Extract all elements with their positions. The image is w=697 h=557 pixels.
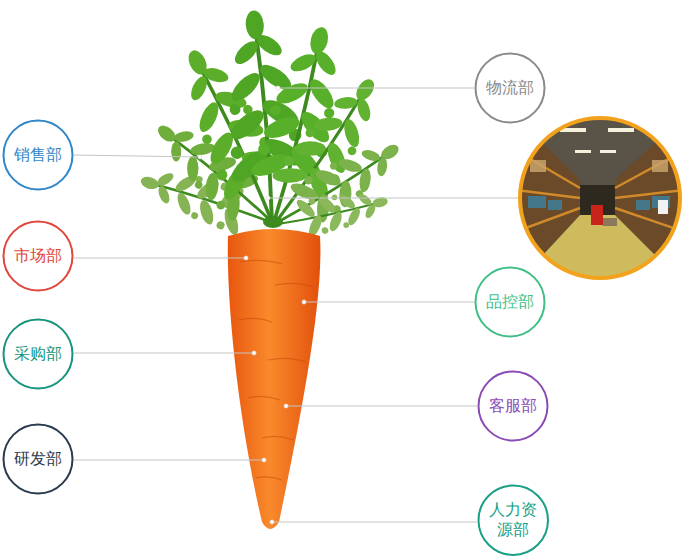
department-label: 采购部 <box>14 344 62 364</box>
department-label: 物流部 <box>486 78 534 98</box>
department-circle: 销售部 <box>2 119 74 191</box>
department-label: 人力资源部 <box>489 500 537 540</box>
warehouse-photo <box>515 115 685 285</box>
department-label: 销售部 <box>14 145 62 165</box>
circle-border <box>4 320 73 389</box>
leader-lines <box>74 88 518 522</box>
circle-border <box>478 485 547 554</box>
department-circle: 研发部 <box>2 423 74 495</box>
department-circle: 采购部 <box>2 318 74 390</box>
department-label: 市场部 <box>14 246 62 266</box>
circle-border <box>4 222 73 291</box>
department-circle: 市场部 <box>2 220 74 292</box>
department-circle: 品控部 <box>474 266 546 338</box>
circle-border <box>479 372 548 441</box>
carrot-ridges <box>238 260 314 480</box>
department-label: 客服部 <box>489 396 537 416</box>
photo-frame <box>520 118 680 278</box>
circle-border <box>4 425 73 494</box>
leader-dots <box>198 86 306 524</box>
carrot-leaves <box>133 7 413 247</box>
department-circle: 物流部 <box>474 52 546 124</box>
circle-border <box>476 54 545 123</box>
department-circle: 客服部 <box>477 370 549 442</box>
circle-border <box>476 268 545 337</box>
carrot-root <box>228 229 321 529</box>
department-circle: 人力资源部 <box>477 484 549 556</box>
department-label: 品控部 <box>486 292 534 312</box>
department-label: 研发部 <box>14 449 62 469</box>
circle-border <box>4 121 73 190</box>
